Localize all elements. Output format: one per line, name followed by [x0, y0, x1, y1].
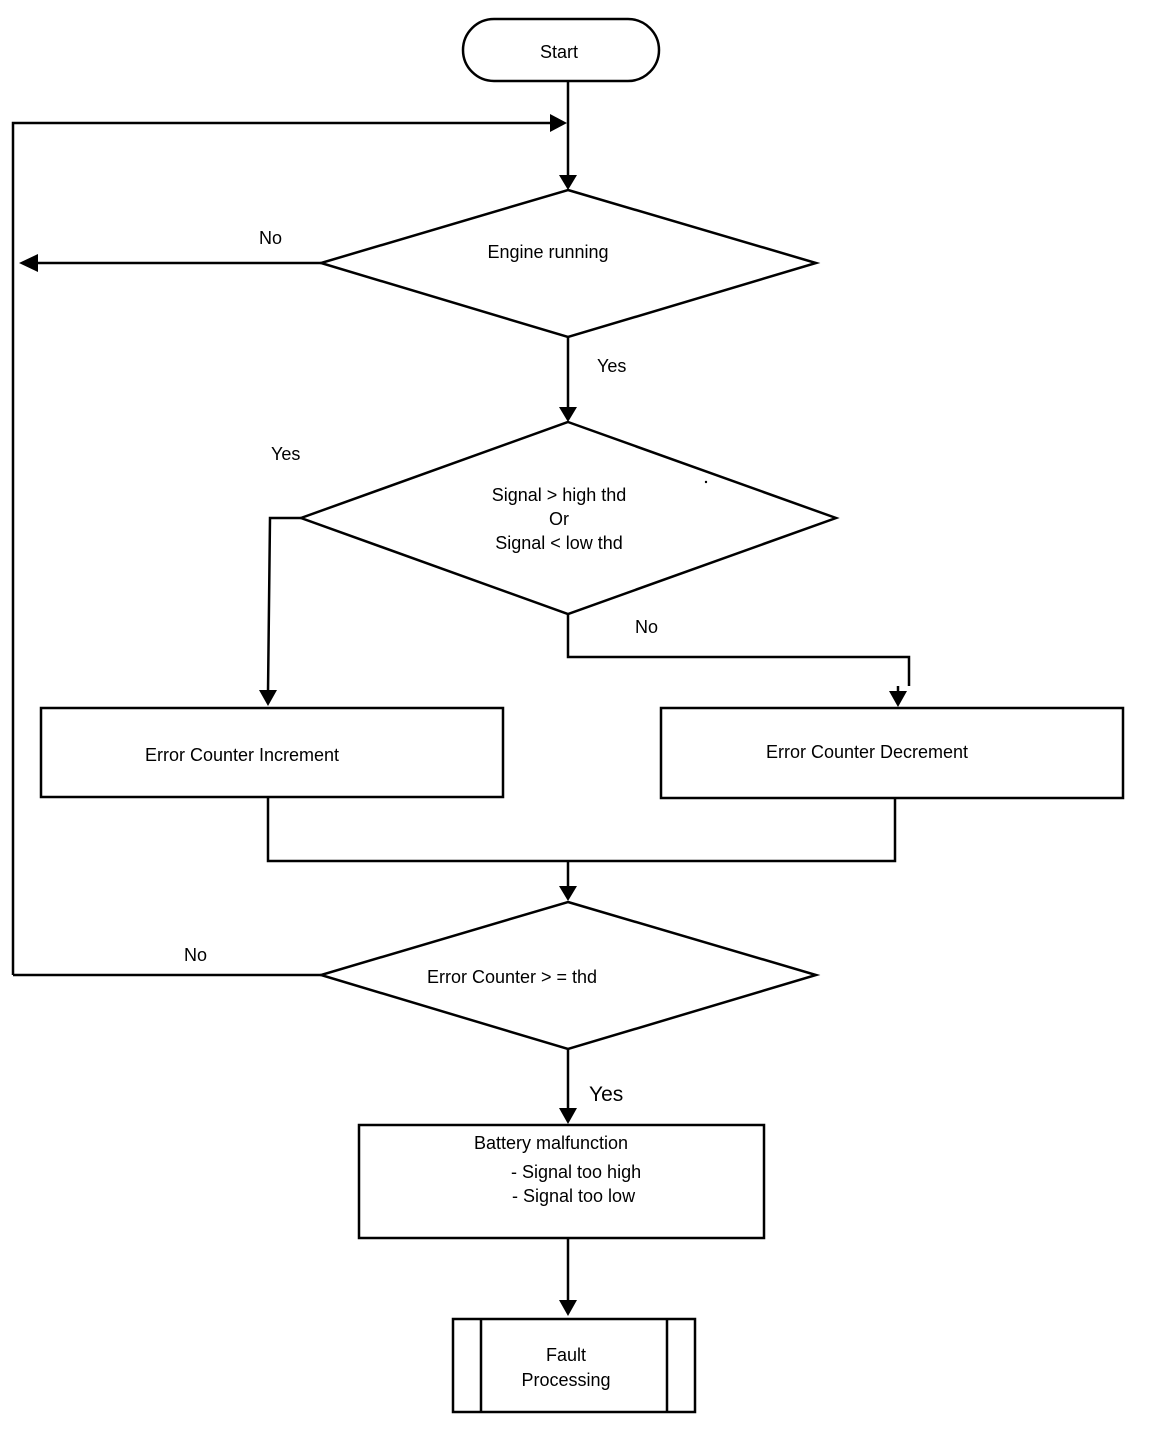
signal-high-label: Signal > high thd [492, 485, 627, 505]
battery-malfunction-box [357, 1123, 766, 1240]
connector-merge [266, 797, 897, 863]
signal-yes-label: Yes [271, 444, 300, 464]
arrowhead [559, 1108, 577, 1124]
start-label: Start [540, 42, 578, 62]
arrowhead [559, 886, 577, 901]
arrowhead [559, 1300, 577, 1316]
fault-label: Fault [546, 1345, 586, 1365]
stray-dot [704, 480, 708, 484]
arrowhead [259, 690, 277, 706]
counter-no-label: No [184, 945, 207, 965]
battery-signal-low-item: - Signal too low [512, 1186, 636, 1206]
error-counter-threshold-label: Error Counter > = thd [427, 967, 597, 987]
engine-running-decision [316, 188, 821, 339]
signal-or-label: Or [549, 509, 569, 529]
connector-signal-no [566, 614, 911, 686]
battery-signal-high-item: - Signal too high [511, 1162, 641, 1182]
connector-loop-top [11, 121, 552, 975]
engine-no-label: No [259, 228, 282, 248]
arrowhead [559, 407, 577, 422]
arrowhead [559, 175, 577, 190]
engine-yes-label: Yes [597, 356, 626, 376]
error-counter-increment-box [39, 706, 505, 799]
engine-running-label: Engine running [487, 242, 608, 262]
counter-yes-label: Yes [589, 1083, 623, 1106]
connector-signal-yes [266, 516, 301, 693]
processing-label: Processing [521, 1370, 610, 1390]
battery-malfunction-title: Battery malfunction [474, 1133, 628, 1153]
fault-processing-box [451, 1317, 697, 1414]
arrowhead [19, 254, 38, 272]
error-counter-decrement-box [659, 706, 1125, 800]
arrowhead [889, 691, 907, 707]
signal-low-label: Signal < low thd [495, 533, 623, 553]
signal-no-label: No [635, 617, 658, 637]
arrowhead [550, 114, 567, 132]
error-counter-increment-label: Error Counter Increment [145, 745, 339, 765]
error-counter-decrement-label: Error Counter Decrement [766, 742, 968, 762]
start-terminal [461, 17, 661, 83]
